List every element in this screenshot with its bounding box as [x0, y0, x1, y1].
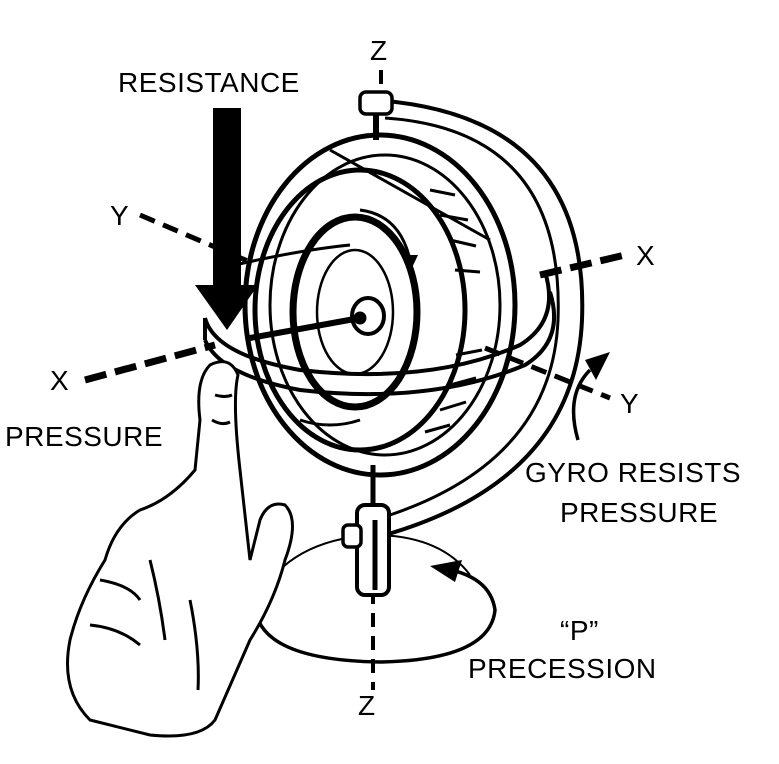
y-right-label: Y: [620, 388, 639, 419]
resistance-arrow: [195, 108, 258, 330]
precession-arrow: [253, 560, 497, 664]
gimbal-ring: [242, 132, 518, 478]
p-mark-label: “P”: [560, 615, 599, 646]
resist-curved-arrow: [571, 352, 610, 441]
y-axis: [139, 212, 611, 401]
pivot-post: [341, 465, 391, 597]
precession-label: PRECESSION: [468, 653, 657, 684]
x-right-label: X: [636, 240, 655, 271]
resistance-label: RESISTANCE: [118, 67, 300, 98]
spin-axle: [249, 296, 386, 341]
z-top-label: Z: [370, 35, 388, 66]
pressure-label: PRESSURE: [5, 421, 163, 452]
x-left-label: X: [50, 365, 69, 396]
horizontal-band: [203, 243, 557, 397]
hand-illustration: [66, 360, 294, 738]
z-bottom-label: Z: [358, 690, 376, 721]
y-left-label: Y: [110, 200, 129, 231]
x-axis: [84, 251, 626, 384]
gyro-resists-pressure-label: PRESSURE: [560, 497, 718, 528]
gyro-resists-label: GYRO RESISTS: [525, 457, 741, 488]
